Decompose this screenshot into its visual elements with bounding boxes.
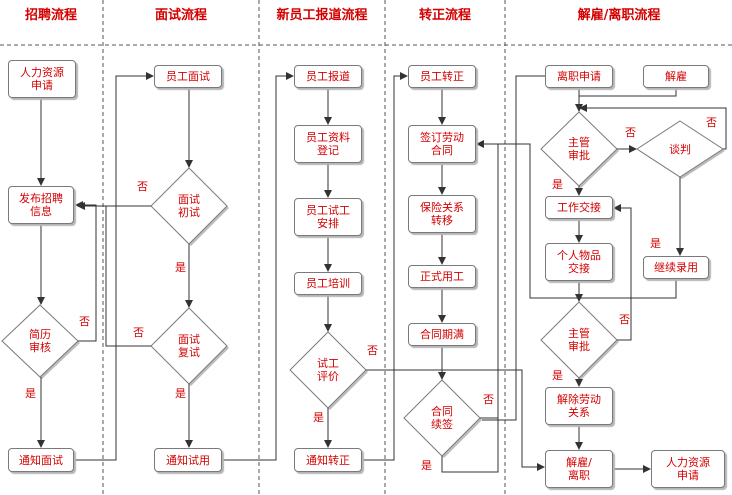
node-notify-interview: 通知面试 (8, 448, 74, 472)
label-no-negotiate: 否 (706, 116, 717, 129)
label-yes-approval-1: 是 (552, 178, 563, 191)
label-no-approval-1: 否 (625, 126, 636, 139)
edge-eval-no (366, 369, 545, 471)
label-no-trial: 否 (367, 344, 378, 357)
edge-dismiss-merge (579, 88, 677, 97)
edge-negotiate-no (579, 104, 727, 150)
decision-manager-approval-1: 主管 审批 (568, 136, 590, 162)
node-resign-request: 离职申请 (545, 65, 613, 88)
node-interview: 员工面试 (154, 65, 222, 88)
connectors (37, 72, 727, 473)
label-yes-resume: 是 (25, 387, 36, 400)
node-continue-employ: 继续录用 (643, 256, 709, 279)
node-training: 员工培训 (294, 272, 362, 295)
edge-renew-no (476, 140, 499, 419)
label-yes-second: 是 (175, 387, 186, 400)
edge-resume-no-back (75, 201, 97, 342)
diamond-resume-review (1, 304, 79, 378)
decision-first-interview: 面试 初试 (178, 193, 200, 219)
edge-continue-back (496, 143, 677, 299)
node-hr-request: 人力资源 申请 (8, 60, 76, 98)
label-no-renew: 否 (483, 393, 494, 406)
edge-notify-to-report (222, 72, 294, 461)
node-dismiss: 解雇 (643, 65, 709, 88)
node-hr-request-final: 人力资源 申请 (651, 450, 725, 488)
edge-notify-to-interview (74, 72, 154, 461)
decision-shapes (1, 111, 725, 458)
node-terminate-contract: 解除劳动 关系 (545, 387, 613, 425)
decision-second-interview: 面试 复试 (178, 333, 200, 359)
node-insurance-transfer: 保险关系 转移 (408, 195, 476, 233)
edge-renew-yes (441, 418, 499, 473)
node-dismiss-resign: 解雇/ 离职 (545, 450, 613, 488)
label-yes-negotiate: 是 (650, 237, 661, 250)
node-regularize: 员工转正 (408, 65, 476, 88)
decision-contract-renew: 合同 续签 (431, 405, 453, 431)
node-notify-regular: 通知转正 (294, 448, 362, 472)
label-yes-approval-2: 是 (552, 369, 563, 382)
node-work-handover: 工作交接 (545, 196, 613, 219)
decision-resume-review: 简历 审核 (29, 328, 51, 354)
label-no-second: 否 (133, 326, 144, 339)
decision-manager-approval-2: 主管 审批 (568, 327, 590, 353)
lane-header-regularization: 转正流程 (418, 8, 471, 23)
node-personal-items: 个人物品 交接 (545, 243, 613, 281)
label-no-first: 否 (137, 180, 148, 193)
node-trial-arrange: 员工试工 安排 (294, 198, 362, 236)
node-post-job: 发布招聘 信息 (8, 186, 74, 224)
edge-notify-to-regularize (362, 72, 408, 461)
node-notify-trial: 通知试用 (154, 448, 222, 472)
label-no-approval-2: 否 (619, 313, 630, 326)
decision-negotiate: 谈判 (669, 142, 691, 156)
label-no-resume: 否 (79, 315, 90, 328)
lane-header-onboarding: 新员工报道流程 (276, 8, 368, 23)
node-sign-contract: 签订劳动 合同 (408, 125, 476, 163)
decision-trial-evaluation: 试工 评价 (317, 357, 339, 383)
node-contract-expire: 合同期满 (408, 323, 476, 346)
edge-approval2-no (613, 204, 632, 341)
node-report: 员工报道 (294, 65, 362, 88)
node-formal-employment: 正式用工 (408, 265, 476, 288)
node-register: 员工资料 登记 (294, 125, 362, 163)
edge-second-no (105, 206, 151, 347)
lane-header-recruitment: 招聘流程 (24, 8, 77, 23)
label-yes-renew: 是 (421, 459, 432, 472)
lane-header-interview: 面试流程 (154, 8, 207, 23)
label-yes-trial: 是 (313, 411, 324, 424)
lane-header-dismissal: 解雇/离职流程 (577, 8, 661, 23)
edge-resign-left (482, 75, 545, 421)
label-yes-first: 是 (175, 261, 186, 274)
